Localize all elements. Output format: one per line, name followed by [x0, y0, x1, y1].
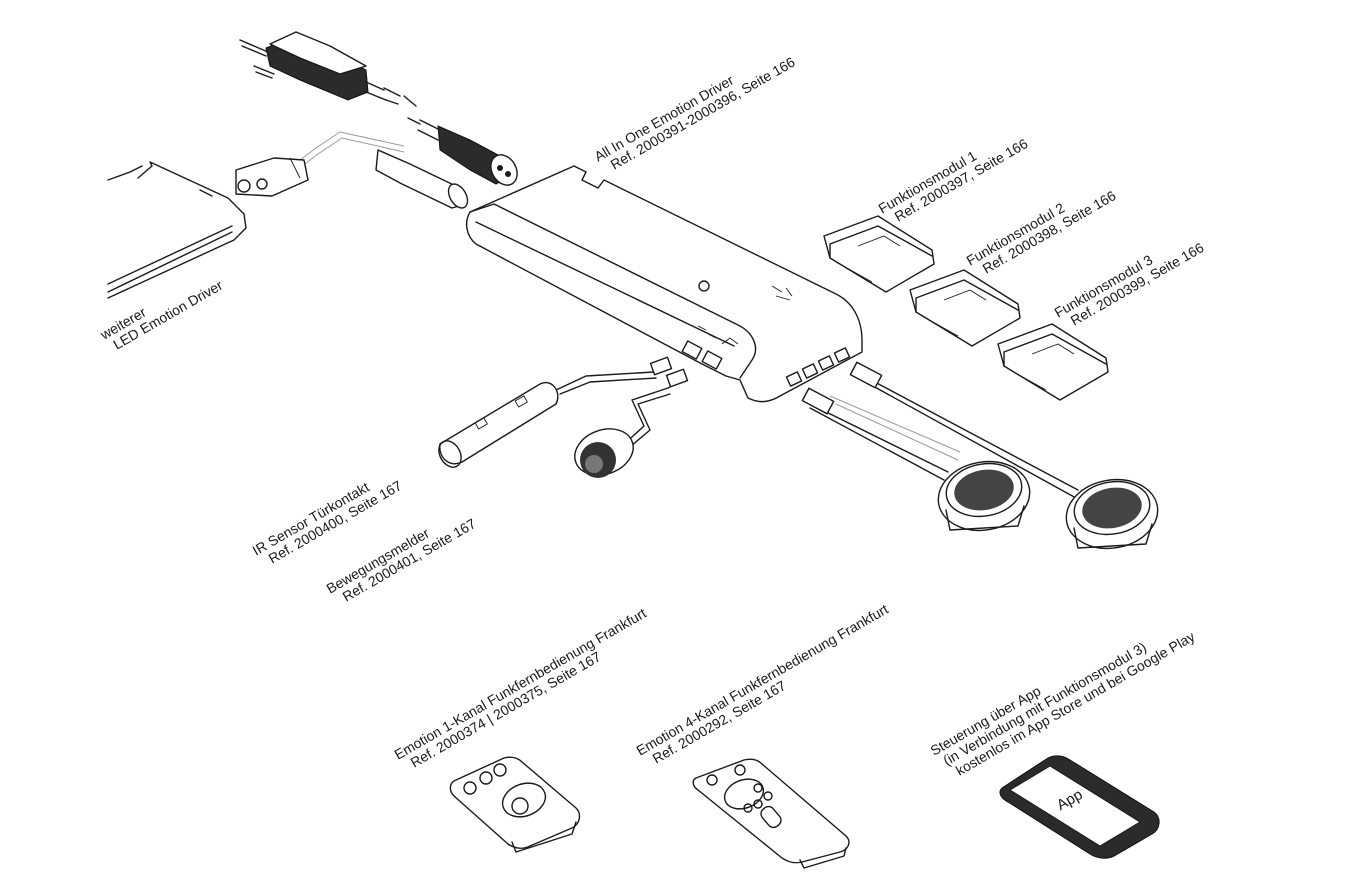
sensor-icon [574, 428, 634, 478]
driver-ports [681, 340, 851, 387]
remote-control-icon [692, 758, 850, 869]
remote4-label: Emotion 4-Kanal Funkfernbedienung Frankf… [634, 601, 891, 767]
emotion-driver [465, 165, 863, 403]
led-spotlight-icon [1065, 478, 1159, 550]
remote1-label: Emotion 1-Kanal Funkfernbedienung Frankf… [392, 605, 649, 771]
fm1-label: Funktionsmodul 1 Ref. 2000397, Seite 166 [876, 135, 1031, 224]
function-module-3 [997, 323, 1109, 401]
driver-label: All In One Emotion Driver Ref. 2000391-2… [592, 54, 798, 173]
app-label-line2: (in Verbindung mit Funktionsmodul 3) [940, 639, 1149, 769]
power-plug-icon [239, 31, 401, 105]
fm3-label-line2: Ref. 2000399, Seite 166 [1068, 239, 1207, 328]
remote4-label-line1: Emotion 4-Kanal Funkfernbedienung Frankf… [634, 601, 891, 759]
led-cables [801, 361, 1079, 499]
further-driver [107, 161, 247, 299]
function-module-1 [823, 215, 935, 293]
iec-connector [403, 95, 518, 186]
remote1-label-line2: Ref. 2000374 | 2000375, Seite 167 [408, 648, 604, 770]
sensor-cables [555, 356, 689, 453]
function-module-2 [909, 269, 1021, 347]
fm2-label: Funktionsmodul 2 Ref. 2000398, Seite 166 [964, 187, 1119, 276]
remote4-label-line2: Ref. 2000292, Seite 167 [650, 677, 789, 766]
app-label-line3: kostenlos im App Store und bei Google Pl… [953, 628, 1198, 778]
motion-sensor-label-line2: Ref. 2000401, Seite 167 [340, 515, 479, 604]
driver-label-line1: All In One Emotion Driver [592, 72, 737, 165]
led-spotlight-icon [937, 460, 1031, 532]
fm3-label: Funktionsmodul 3 Ref. 2000399, Seite 166 [1052, 239, 1207, 328]
fm2-label-line2: Ref. 2000398, Seite 166 [980, 187, 1119, 276]
smartphone-icon: App [999, 755, 1160, 859]
mains-cable [235, 131, 469, 209]
driver-label-line2: Ref. 2000391-2000396, Seite 166 [608, 54, 798, 173]
remote1-label-line1: Emotion 1-Kanal Funkfernbedienung Frankf… [392, 605, 649, 763]
sensor-icon [438, 381, 559, 468]
fm1-label-line2: Ref. 2000397, Seite 166 [892, 135, 1031, 224]
remote-control-icon [449, 756, 581, 853]
further-driver-label: weiterer LED Emotion Driver [97, 277, 226, 353]
